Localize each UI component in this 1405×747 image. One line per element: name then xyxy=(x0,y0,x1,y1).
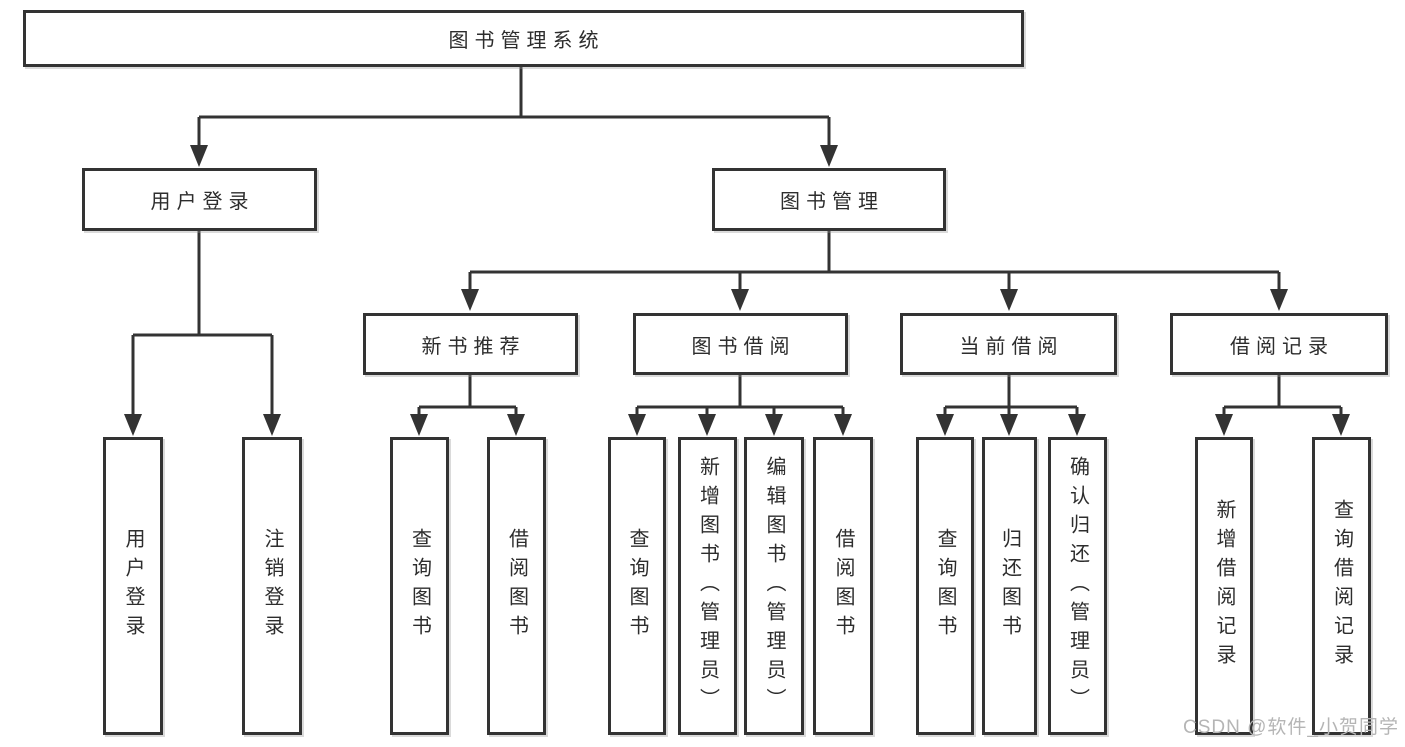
node-label: 借阅记录 xyxy=(1230,335,1334,358)
node-label: 新书推荐 xyxy=(421,335,526,358)
leaf-logout-login: 注销登录 xyxy=(242,437,302,735)
node-user-login: 用户登录 xyxy=(82,168,317,231)
leaf-borrow-books-borrowing: 借阅图书 xyxy=(813,437,873,735)
leaf-confirm-return-admin: 确认归还（管理员） xyxy=(1048,437,1107,735)
leaf-query-books-current: 查询图书 xyxy=(916,437,974,735)
node-label: 查询图书 xyxy=(934,528,956,644)
node-label: 用户登录 xyxy=(122,528,144,644)
node-label: 借阅图书 xyxy=(505,528,528,644)
node-book-management: 图书管理 xyxy=(712,168,946,231)
node-label: 图书管理 xyxy=(780,191,884,213)
leaf-add-books-admin: 新增图书（管理员） xyxy=(678,437,737,735)
node-label: 图书借阅 xyxy=(691,335,796,358)
node-library-management-system: 图书管理系统 xyxy=(23,10,1024,67)
leaf-query-borrow-record: 查询借阅记录 xyxy=(1312,437,1371,735)
leaf-borrow-books-recommendation: 借阅图书 xyxy=(487,437,546,735)
node-label: 归还图书 xyxy=(998,528,1021,644)
node-borrowing-records: 借阅记录 xyxy=(1170,313,1388,375)
leaf-add-borrow-record: 新增借阅记录 xyxy=(1195,437,1253,735)
leaf-user-login: 用户登录 xyxy=(103,437,163,735)
node-label: 新增图书（管理员） xyxy=(696,455,719,717)
node-label: 用户登录 xyxy=(150,191,255,213)
node-label: 图书管理系统 xyxy=(448,30,605,52)
arrowheads xyxy=(124,145,1350,436)
node-label: 借阅图书 xyxy=(832,528,854,644)
leaf-query-books-borrowing: 查询图书 xyxy=(608,437,666,735)
node-book-borrowing: 图书借阅 xyxy=(633,313,848,375)
node-label: 新增借阅记录 xyxy=(1213,499,1235,673)
node-label: 查询借阅记录 xyxy=(1330,499,1353,673)
node-label: 编辑图书（管理员） xyxy=(763,455,785,717)
watermark-text: CSDN @软件_小贺同学 xyxy=(1183,717,1399,738)
node-new-book-recommendation: 新书推荐 xyxy=(363,313,578,375)
node-label: 注销登录 xyxy=(261,528,283,644)
node-label: 确认归还（管理员） xyxy=(1066,455,1089,717)
leaf-edit-books-admin: 编辑图书（管理员） xyxy=(744,437,804,735)
node-label: 当前借阅 xyxy=(959,335,1064,358)
leaf-query-books-recommendation: 查询图书 xyxy=(390,437,449,735)
node-label: 查询图书 xyxy=(626,528,648,644)
node-current-borrowing: 当前借阅 xyxy=(900,313,1117,375)
connector-path xyxy=(131,67,1343,417)
node-label: 查询图书 xyxy=(408,528,431,644)
leaf-return-books: 归还图书 xyxy=(982,437,1037,735)
